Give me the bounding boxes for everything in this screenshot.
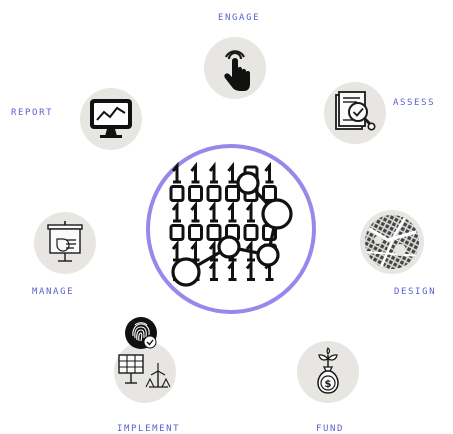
binary-glyph-zero: [188, 224, 203, 241]
binary-glyph-one: [208, 259, 218, 281]
monitor-chart-icon: [90, 99, 132, 138]
binary-glyph-one: [227, 161, 237, 184]
fingerprint-verified-badge: [124, 316, 158, 350]
binary-glyph-zero: [188, 185, 203, 202]
binary-glyph-one: [171, 200, 181, 223]
binary-glyph-one: [190, 200, 200, 223]
binary-glyph-one: [245, 200, 255, 223]
stage-node-assess: [324, 82, 386, 144]
binary-glyph-one: [264, 161, 274, 184]
stage-node-design: [360, 210, 424, 274]
presentation-board-icon: [47, 221, 83, 262]
binary-glyph-one: [190, 161, 200, 184]
binary-glyph-zero: [206, 224, 222, 241]
document-checklist-search-icon: [335, 91, 376, 131]
binary-glyph-zero: [243, 224, 259, 241]
binary-data-graph-icon: [169, 161, 293, 287]
stage-label-engage: ENGAGE: [218, 13, 261, 23]
stage-node-implement: [114, 341, 176, 403]
svg-text:$: $: [325, 379, 332, 390]
stage-label-design: DESIGN: [394, 287, 437, 297]
binary-glyph-one: [190, 239, 200, 262]
stage-label-fund: FUND: [316, 424, 345, 434]
binary-glyph-zero: [169, 185, 185, 202]
binary-glyph-one: [227, 259, 237, 281]
binary-glyph-one: [208, 200, 218, 223]
stage-node-engage: [204, 37, 266, 99]
binary-glyph-zero: [262, 185, 277, 202]
stage-label-manage: MANAGE: [32, 287, 75, 297]
binary-glyph-one: [208, 161, 218, 184]
stage-node-manage: [34, 212, 96, 274]
binary-glyph-zero: [206, 185, 222, 202]
fingerprint-verified-icon: [125, 317, 157, 349]
binary-glyph-one: [245, 239, 255, 262]
stage-node-fund: $: [297, 341, 359, 403]
stage-label-implement: IMPLEMENT: [117, 424, 181, 434]
money-bag-plant-icon: $: [317, 347, 339, 394]
binary-glyph-zero: [225, 185, 240, 202]
solar-panel-wind-turbine-icon: [118, 354, 171, 388]
city-map-icon: [365, 215, 419, 269]
binary-glyph-one: [245, 259, 255, 281]
stage-label-report: REPORT: [11, 108, 54, 118]
binary-glyph-one: [227, 200, 237, 223]
central-hub: [146, 144, 316, 314]
stage-node-report: [80, 88, 142, 150]
binary-glyph-one: [171, 239, 181, 262]
stage-label-assess: ASSESS: [393, 98, 436, 108]
touch-hand-icon: [224, 50, 250, 91]
binary-glyph-zero: [169, 224, 185, 241]
binary-glyph-one: [171, 161, 181, 184]
